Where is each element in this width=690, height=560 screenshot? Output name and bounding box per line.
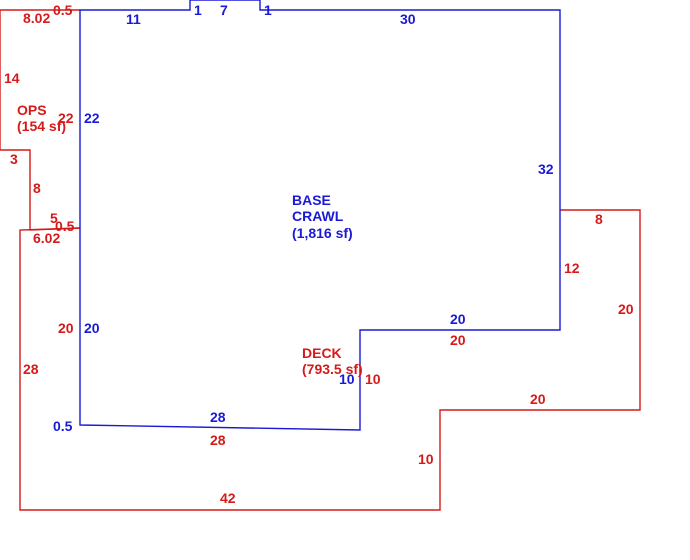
base-dim-notch-right: 1 xyxy=(264,2,272,18)
base-dim-top-right: 30 xyxy=(400,11,416,27)
deck-dim-inner-bottom: 28 xyxy=(210,432,226,448)
deck-dim-inner-top: 20 xyxy=(450,332,466,348)
ops-dim-bottom-offset: 0.5 xyxy=(55,218,75,234)
base-area-name-line1: BASE xyxy=(292,192,331,208)
base-dim-left-upper: 22 xyxy=(84,110,100,126)
deck-dim-bottom: 42 xyxy=(220,490,236,506)
base-dim-step-top: 20 xyxy=(450,311,466,327)
base-dim-notch-top: 7 xyxy=(220,2,228,18)
ops-area-size: (154 sf) xyxy=(17,118,66,134)
ops-area-name: OPS xyxy=(17,102,47,118)
ops-dim-step: 3 xyxy=(10,151,18,167)
deck-dim-right-upper: 20 xyxy=(618,301,634,317)
ops-dim-bottom-jog: 5 xyxy=(50,210,58,226)
base-dim-top-left: 11 xyxy=(126,11,141,27)
deck-area-size: (793.5 sf) xyxy=(302,361,363,377)
deck-dim-top-right: 8 xyxy=(595,211,603,227)
base-dim-bottom-left-offset: 0.5 xyxy=(53,418,73,434)
base-dim-left-lower: 20 xyxy=(84,320,100,336)
deck-dim-inner-left: 20 xyxy=(58,320,74,336)
deck-dim-lower-step: 20 xyxy=(530,391,546,407)
deck-dim-inner-step: 10 xyxy=(365,371,381,387)
base-area-size: (1,816 sf) xyxy=(292,225,353,241)
base-dim-bottom: 28 xyxy=(210,409,226,425)
deck-dim-left: 28 xyxy=(23,361,39,377)
ops-dim-left-upper: 14 xyxy=(4,70,20,86)
ops-dim-top: 8.02 xyxy=(23,10,50,26)
deck-area-name: DECK xyxy=(302,345,342,361)
base-dim-right-upper: 32 xyxy=(538,161,554,177)
ops-dim-top-offset: 0.5 xyxy=(53,2,73,18)
deck-dim-upper-inner: 12 xyxy=(564,260,580,276)
ops-dim-left-lower: 8 xyxy=(33,180,41,196)
deck-dim-lower-inner: 10 xyxy=(418,451,434,467)
base-dim-step-right: 10 xyxy=(339,371,355,387)
deck-outline xyxy=(19,209,641,511)
base-dim-notch-left: 1 xyxy=(194,2,202,18)
base-area-name-line2: CRAWL xyxy=(292,208,344,224)
base-crawl-outline xyxy=(79,0,561,431)
ops-dim-right: 22 xyxy=(58,110,74,126)
ops-dim-bottom: 6.02 xyxy=(33,230,60,246)
